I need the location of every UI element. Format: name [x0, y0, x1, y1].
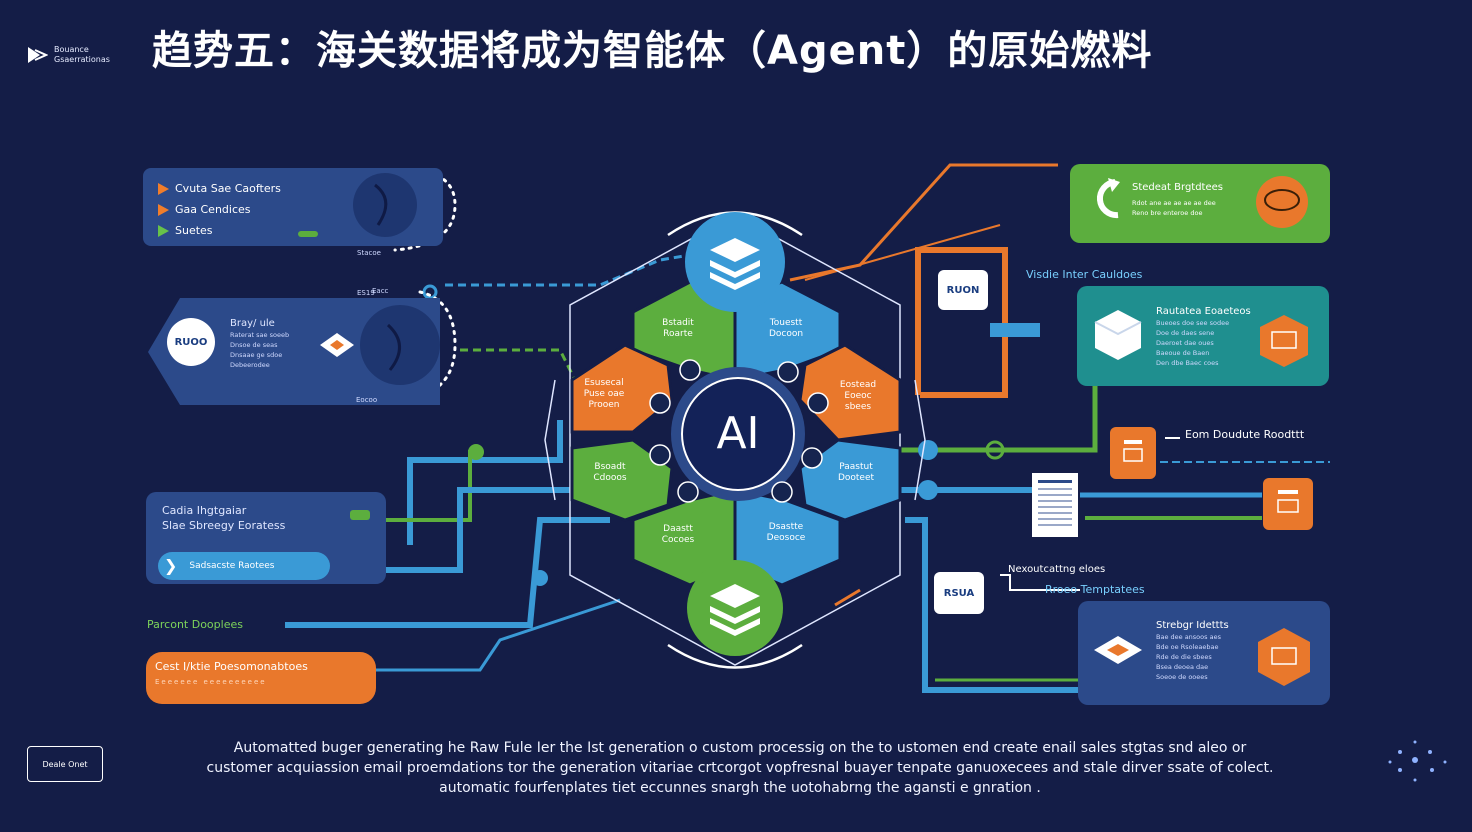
segment-label: Touestt Docoon: [768, 318, 804, 339]
segment-label: Esusecal Puse oae Prooen: [583, 378, 625, 410]
chevron-right-icon: ❯: [164, 556, 178, 575]
segment-label: Dsastte Deosoce: [766, 522, 806, 543]
bullet-item: Suetes: [158, 220, 281, 241]
segment-label: Bstadit Roarte: [662, 318, 694, 339]
right-cyan-label: Visdie Inter Cauldoes: [1026, 268, 1143, 281]
left-panel-2: Bray/ ule Raterat sae soeeb Dnsoe de sea…: [230, 318, 290, 369]
marker-label: Eacc: [372, 287, 389, 295]
panel-heading: Rautatea Eoaeteos: [1156, 306, 1251, 317]
left-green-label: Parcont Dooplees: [147, 618, 243, 631]
left-badge: RUOO: [167, 318, 215, 366]
marker-label: ES19: [357, 289, 375, 297]
center-segment: [570, 438, 674, 522]
center-segment: [570, 343, 674, 434]
right-panel-3: Strebgr Idettts Bae dee ansoos aes Bde o…: [1156, 620, 1229, 681]
right-side-label: Eom Doudute Roodttt: [1185, 428, 1305, 441]
left-orange-button[interactable]: Cest I/ktie Poesomonabtoes Eeeeeee eeeee…: [155, 660, 308, 686]
green-triangle-icon: [158, 224, 169, 237]
segment-label: Daastt Cocoes: [661, 524, 695, 545]
left-action-button[interactable]: ❯ Sadsacste Raotees: [164, 556, 275, 575]
right-mid-label-2: Rroeo Temptatees: [1045, 583, 1145, 596]
right-badge-lower: RSUA: [934, 572, 984, 614]
marker-label: Eocoo: [356, 396, 378, 404]
center-segment: [798, 438, 902, 522]
page-title: 趋势五：海关数据将成为智能体（Agent）的原始燃料: [152, 28, 1153, 74]
stack-icon: [710, 238, 760, 290]
bullet-item: Cvuta Sae Caofters: [158, 178, 281, 199]
logo-mark-icon: [28, 47, 48, 63]
center-segment: [798, 343, 902, 442]
bottom-description: Automatted buger generating he Raw Fule …: [206, 740, 1274, 796]
brand-logo: Bouance Gsaerrationas: [26, 44, 124, 66]
segment-label: Bsoadt Cdooos: [593, 462, 627, 483]
orange-triangle-icon: [158, 203, 169, 216]
orange-triangle-icon: [158, 182, 169, 195]
corner-button[interactable]: Deale Onet: [27, 746, 103, 782]
stack-icon: [710, 584, 760, 636]
panel-heading: Bray/ ule: [230, 318, 275, 329]
right-badge-upper: RUON: [938, 270, 988, 310]
right-panel-1: Stedeat Brgtdtees Rdot ane ae ae ae ae d…: [1132, 182, 1223, 217]
right-panel-2: Rautatea Eoaeteos Bueoes doe see sodee D…: [1156, 306, 1251, 367]
molecule-icon: [1385, 738, 1450, 788]
left-panel-3: Cadia Ihgtgaiar Slae Sbreegy Eoratess: [162, 504, 286, 532]
logo-text: Bouance Gsaerrationas: [54, 45, 110, 64]
marker-label: Stacoe: [357, 249, 381, 257]
left-panel-1: Cvuta Sae Caofters Gaa Cendices Suetes: [158, 178, 281, 241]
segment-label: Paastut Dooteet: [837, 462, 875, 483]
bullet-item: Gaa Cendices: [158, 199, 281, 220]
panel-heading: Stedeat Brgtdtees: [1132, 182, 1223, 193]
right-mid-label-1: Nexoutcattng eloes: [1008, 564, 1106, 575]
segment-label: Eostead Eoeoc sbees: [839, 380, 877, 412]
ai-core-label: AI: [716, 408, 760, 459]
panel-heading: Strebgr Idettts: [1156, 620, 1229, 631]
